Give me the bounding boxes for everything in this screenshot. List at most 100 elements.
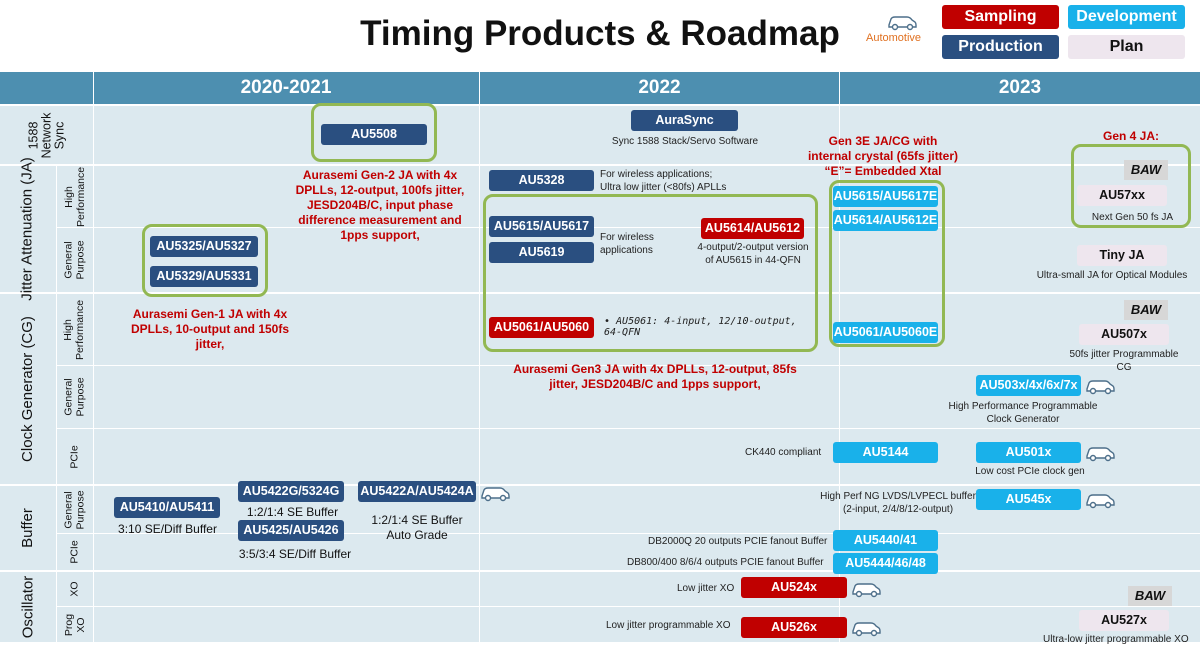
baw-label-ja: BAW (1124, 160, 1168, 180)
note-se-124-auto-1: 1:2/1:4 SE Buffer (371, 513, 463, 527)
note-se-diff-310: 3:10 SE/Diff Buffer (118, 522, 217, 536)
legend-plan: Plan (1068, 35, 1185, 59)
note-low-jitter-prog: Low jitter programmable XO (606, 620, 731, 631)
grid-line (56, 227, 1200, 228)
note-cg50-1: 50fs jitter Programmable (1069, 349, 1179, 360)
chip-au57xx: AU57xx (1077, 185, 1167, 206)
chip-au503x: AU503x/4x/6x/7x (976, 375, 1081, 396)
note-cg50-2: CG (1116, 362, 1132, 373)
note-gen3e-3: “E”= Embedded Xtal (824, 164, 942, 178)
chip-au5508: AU5508 (321, 124, 427, 145)
note-hpcg-1: High Performance Programmable (948, 401, 1098, 412)
chip-au5444-46-48: AU5444/46/48 (833, 553, 938, 574)
legend-sampling: Sampling (942, 5, 1059, 29)
grid-line (479, 72, 480, 642)
note-gen3e-1: Gen 3E JA/CG with (828, 134, 938, 148)
page-title: Timing Products & Roadmap (360, 14, 840, 53)
subrow-buf-general: General Purpose (62, 489, 87, 530)
grid-line (0, 484, 1200, 486)
row-label-oscillator: Oscillator (19, 575, 37, 639)
note-se-124-auto-2: Auto Grade (386, 528, 448, 542)
note-wireless-2: Ultra low jitter (<80fs) APLLs (600, 182, 727, 193)
note-gen3e-2: internal crystal (65fs jitter) (807, 149, 959, 163)
highlight-gen3e (829, 180, 945, 347)
chip-tiny-ja: Tiny JA (1077, 245, 1167, 266)
grid-line (839, 72, 840, 642)
note-ultra-low: Ultra-low jitter programmable XO (1043, 634, 1189, 645)
subrow-buf-pcie: PCIe (68, 540, 81, 564)
note-se-diff-354: 3:5/3:4 SE/Diff Buffer (238, 547, 352, 561)
subrow-cg-high: High Performance (62, 299, 87, 360)
chip-aurasync: AuraSync (631, 110, 738, 131)
grid-line (56, 606, 1200, 607)
chip-au5422g: AU5422G/5324G (238, 481, 344, 502)
automotive-car-icon (481, 487, 510, 502)
legend-production: Production (942, 35, 1059, 59)
chip-au507x: AU507x (1079, 324, 1169, 345)
grid-line (93, 72, 94, 642)
automotive-car-icon (852, 622, 881, 637)
note-next-gen: Next Gen 50 fs JA (1091, 212, 1174, 223)
note-ng-lvds-2: (2-input, 2/4/8/12-output) (842, 504, 954, 515)
note-db2000q: DB2000Q 20 outputs PCIE fanout Buffer (648, 536, 828, 547)
legend-development: Development (1068, 5, 1185, 29)
subrow-ja-high: High Performance (62, 166, 87, 227)
baw-label-osc: BAW (1128, 586, 1172, 606)
baw-label-cg: BAW (1124, 300, 1168, 320)
note-qfn-1: 4-output/2-output version (697, 242, 809, 253)
automotive-car-icon (852, 583, 881, 598)
row-label-sync: 1588 Network Sync (26, 112, 66, 158)
note-qfn-2: of AU5615 in 44-QFN (705, 255, 801, 266)
note-ng-lvds-1: High Perf NG LVDS/LVPECL buffer (820, 491, 976, 502)
note-au5061-desc: • AU5061: 4-input, 12/10-output, 64-QFN (604, 316, 797, 338)
note-gen4: Gen 4 JA: (1102, 129, 1159, 143)
subrow-cg-pcie: PCIe (68, 444, 81, 469)
chip-au5614-au5612: AU5614/AU5612 (701, 218, 804, 239)
note-se-124: 1:2/1:4 SE Buffer (246, 505, 339, 519)
note-gen1: Aurasemi Gen-1 JA with 4x DPLLs, 10-outp… (130, 307, 290, 351)
column-header-2022: 2022 (480, 72, 839, 104)
highlight-gen3 (483, 194, 818, 352)
grid-line (0, 570, 1200, 572)
subrow-osc-prog-xo: Prog XO (62, 613, 87, 636)
chip-au524x: AU524x (741, 577, 847, 598)
highlight-au5508 (311, 103, 437, 162)
grid-line (56, 533, 1200, 534)
chip-au5440-41: AU5440/41 (833, 530, 938, 551)
highlight-gen1 (142, 224, 268, 297)
legend-automotive: Automotive (866, 32, 922, 44)
automotive-car-icon (888, 16, 917, 31)
chip-au5144: AU5144 (833, 442, 938, 463)
note-wireless-1: For wireless applications; (600, 169, 713, 180)
chip-au5410-au5411: AU5410/AU5411 (114, 497, 220, 518)
note-gen2: Aurasemi Gen-2 JA with 4x DPLLs, 12-outp… (295, 168, 465, 242)
grid-line (0, 292, 1200, 294)
chip-au5422a-au5424a: AU5422A/AU5424A (358, 481, 476, 502)
subrow-osc-xo: XO (68, 581, 81, 597)
grid-line (0, 104, 1200, 106)
chip-au5061-au5060e: AU5061/AU5060E (833, 322, 938, 343)
grid-background (0, 72, 1200, 642)
note-lowcost: Low cost PCIe clock gen (975, 466, 1085, 477)
row-label-ja: Jitter Attenuation (JA) (19, 157, 36, 301)
automotive-car-icon (1086, 380, 1115, 395)
chip-au5328: AU5328 (489, 170, 594, 191)
note-gen3: Aurasemi Gen3 JA with 4x DPLLs, 12-outpu… (513, 362, 797, 391)
column-header-2020-2021: 2020-2021 (93, 72, 479, 104)
note-wireless-app-1: For wireless (600, 232, 654, 243)
grid-line (56, 165, 57, 642)
highlight-gen4 (1071, 144, 1191, 228)
automotive-car-icon (1086, 494, 1115, 509)
note-ck440: CK440 compliant (745, 447, 822, 458)
grid-line (0, 164, 1200, 166)
chip-au5425-au5426: AU5425/AU5426 (238, 520, 344, 541)
grid-line (56, 428, 1200, 429)
chip-au526x: AU526x (741, 617, 847, 638)
chip-au5329-au5331: AU5329/AU5331 (150, 266, 258, 287)
note-wireless-app-2: applications (600, 245, 653, 256)
note-low-jitter-xo: Low jitter XO (677, 583, 735, 594)
note-db800: DB800/400 8/6/4 outputs PCIE fanout Buff… (627, 557, 824, 568)
chip-au545x: AU545x (976, 489, 1081, 510)
note-hpcg-2: Clock Generator (986, 414, 1060, 425)
note-sync-stack: Sync 1588 Stack/Servo Software (611, 136, 759, 147)
